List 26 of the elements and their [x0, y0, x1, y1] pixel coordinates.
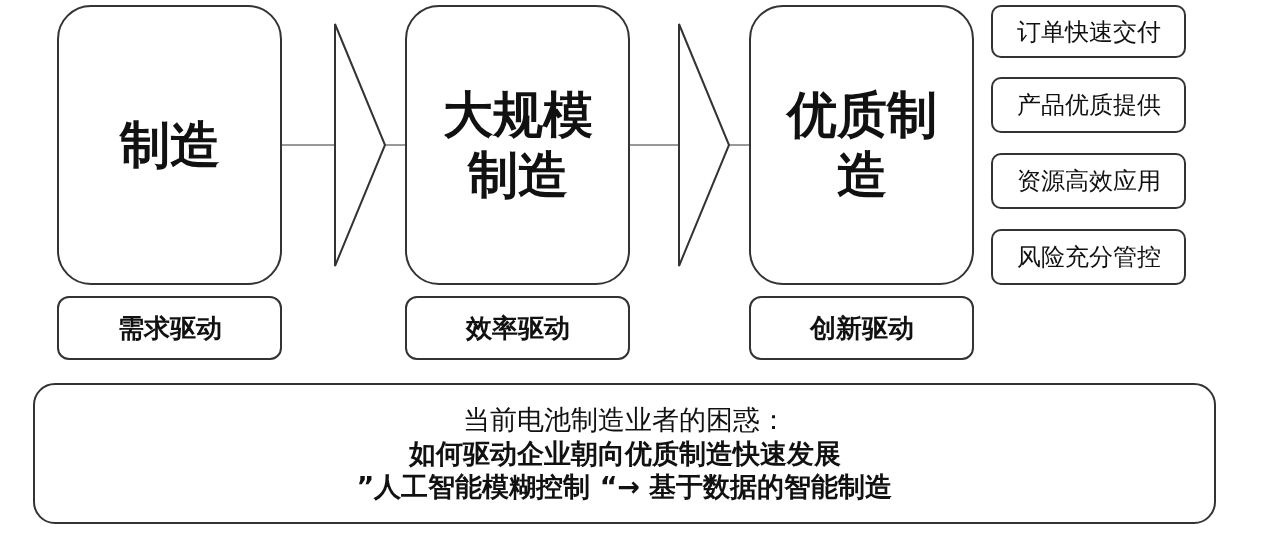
summary-text: ”人工智能模糊控制 “→ 基于数据的智能制造: [356, 470, 893, 505]
summary-text: 当前电池制造业者的困惑：: [462, 402, 787, 437]
chevron-arrow: [281, 23, 406, 267]
box-text: 风险充分管控: [1016, 242, 1161, 273]
box-label: 创新驱动: [809, 311, 914, 345]
box-label: 需求驱动: [117, 311, 222, 345]
chevron-arrow: [629, 23, 750, 267]
side-box: [991, 153, 1186, 209]
summary-text: 如何驱动企业朝向优质制造快速发展: [408, 436, 841, 471]
box-text: 订单快速交付: [1016, 16, 1161, 48]
label-box: [57, 296, 282, 360]
process-box: [749, 5, 974, 285]
process-box: [57, 5, 282, 285]
summary-box: [33, 383, 1216, 524]
box-text: 产品优质提供: [1016, 90, 1161, 121]
label-box: [749, 296, 974, 360]
box-label: 效率驱动: [465, 311, 570, 345]
process-box: [405, 5, 630, 285]
box-title: 优质制造: [785, 85, 938, 205]
label-box: [405, 296, 630, 360]
side-box: [991, 229, 1186, 285]
box-text: 资源高效应用: [1016, 166, 1161, 197]
box-title: 制造: [118, 115, 221, 175]
side-box: [991, 5, 1186, 58]
side-box: [991, 77, 1186, 133]
box-title: 大规模制造: [441, 85, 594, 205]
